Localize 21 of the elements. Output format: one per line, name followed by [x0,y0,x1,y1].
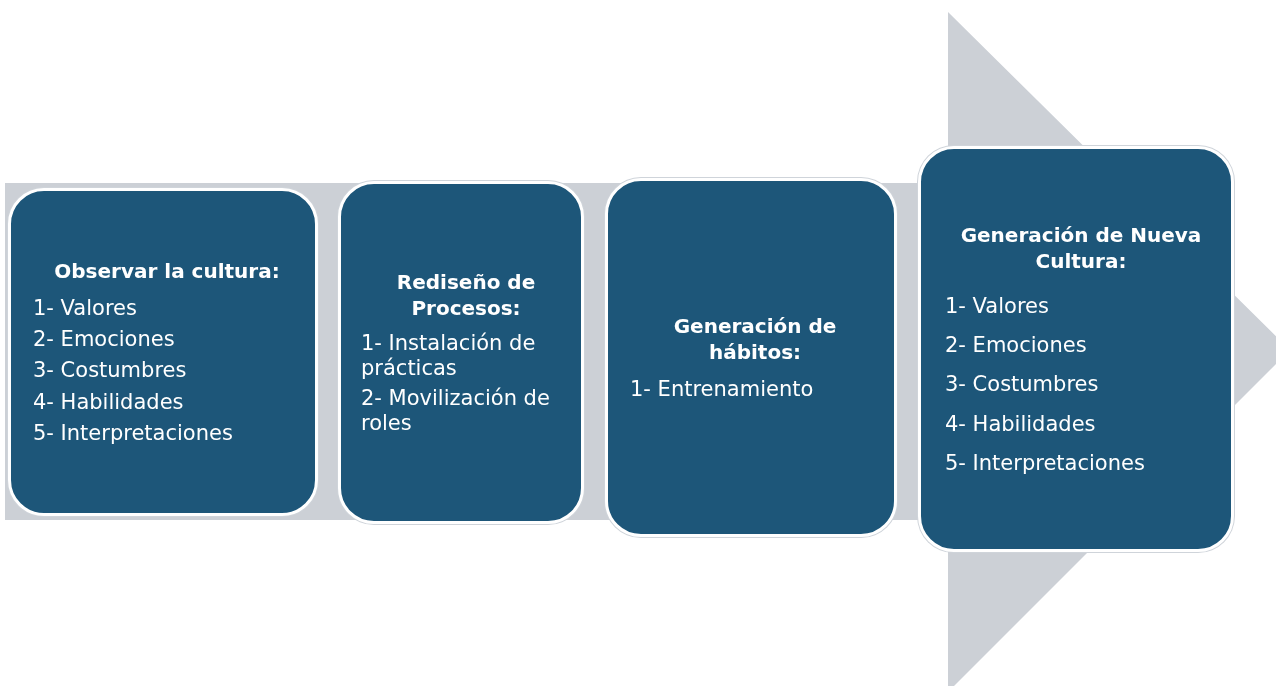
list-item: 3- Costumbres [945,372,1100,398]
list-item: 4- Habilidades [33,389,185,415]
list-item: 1- Instalación de prácticas [361,331,537,382]
step-heading: Observar la cultura: [53,258,281,285]
list-item: 1- Valores [945,294,1050,320]
list-item: 5- Interpretaciones [945,450,1146,476]
list-item: 4- Habilidades [945,411,1097,437]
step-heading: Generación de Nueva Cultura: [959,222,1203,275]
list-item: 2- Movilización de roles [361,385,551,436]
step-box [338,181,584,524]
step-box [918,146,1234,552]
list-item: 3- Costumbres [33,358,188,384]
list-item: 1- Valores [33,296,138,322]
list-item: 2- Emociones [33,327,176,353]
step-heading: Generación de hábitos: [672,312,838,365]
list-item: 1- Entrenamiento [630,376,815,403]
step-box [8,188,318,516]
step-box [605,178,897,537]
step-heading: Rediseño de Procesos: [395,269,537,322]
list-item: 5- Interpretaciones [33,420,234,446]
list-item: 2- Emociones [945,333,1088,359]
